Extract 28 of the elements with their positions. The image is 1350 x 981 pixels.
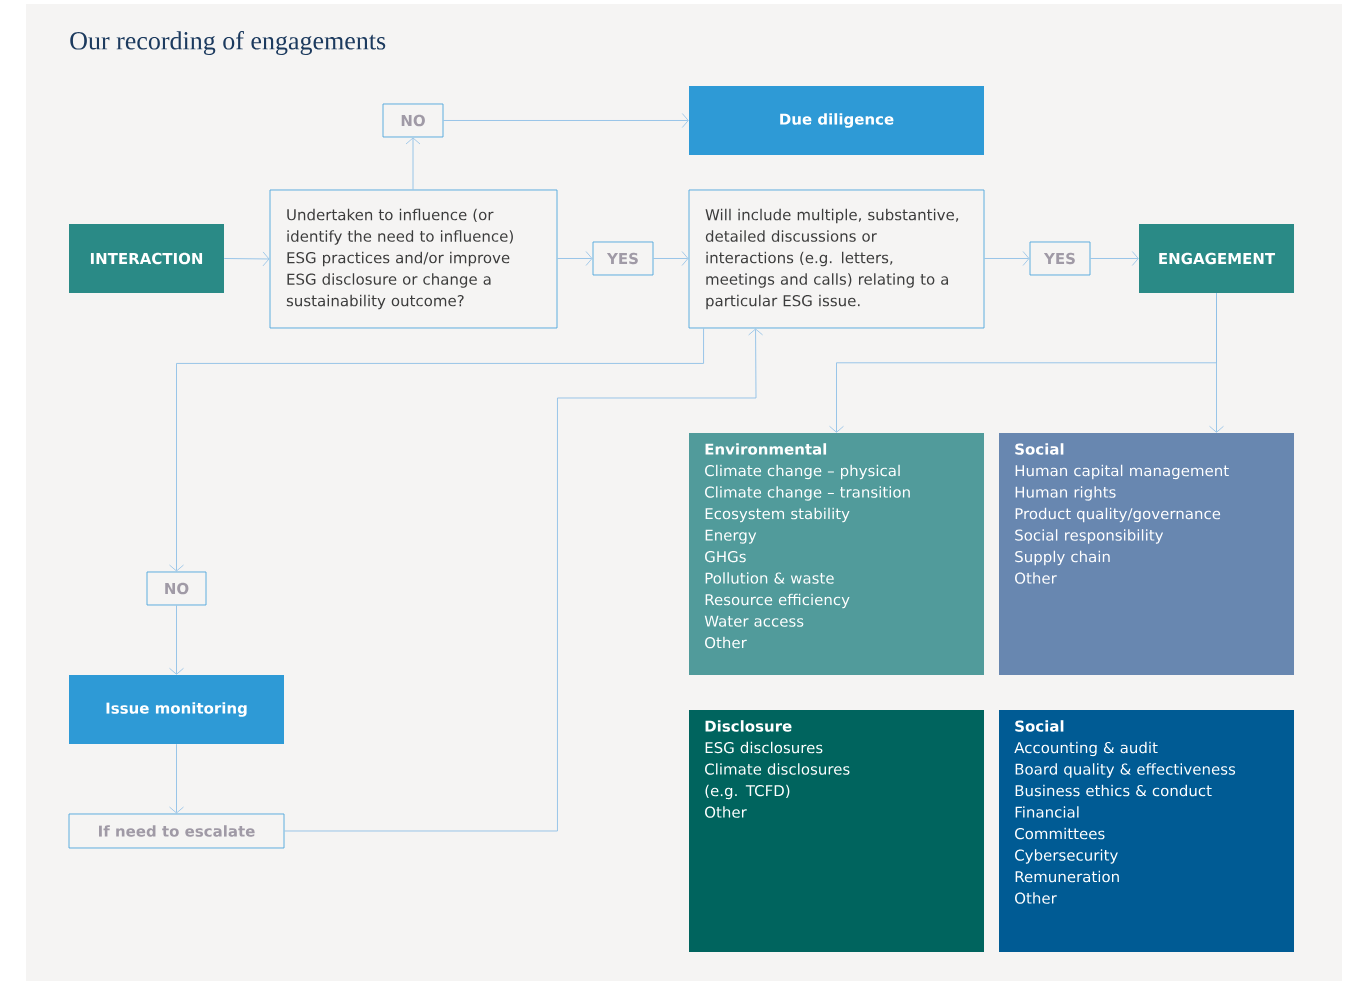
answer-tag: NO (146, 571, 207, 606)
arrow (223, 251, 270, 267)
answer-tag: YES (592, 241, 654, 276)
answer-tag: NO (382, 103, 444, 138)
arrow (1090, 251, 1139, 266)
arrow (169, 743, 184, 814)
topic-panel: Environmental Climate change – physical Climate change – transition Ecosystem stability Energy GHGs Pollution & waste Resource efficiency Water access Other (689, 433, 984, 675)
arrow (405, 137, 421, 190)
arrow (1209, 292, 1224, 433)
question-box: Will include multiple, substantive, detailed discussions or interactions (e.g. letters, meetings and calls) relating to a particular ESG issue. (688, 189, 985, 329)
start-box: INTERACTION (69, 224, 224, 293)
arrow (653, 251, 689, 266)
outcome-box: ENGAGEMENT (1139, 224, 1294, 293)
title: Our recording of engagements (70, 31, 386, 55)
arrow (169, 328, 704, 572)
topic-panel: Disclosure ESG disclosures Climate disclosures (e.g. TCFD) Other (689, 710, 984, 952)
arrow (284, 328, 763, 832)
answer-tag: YES (1029, 241, 1091, 276)
question-box: Undertaken to influence (or identify the need to influence) ESG practices and/or improve ESG disclosure or change a sustainability outcome? (269, 189, 558, 329)
outcome-box: Due diligence (689, 86, 984, 155)
step-box: If need to escalate (68, 813, 285, 849)
outcome-box: Issue monitoring (69, 675, 284, 744)
arrow (169, 605, 184, 675)
topic-panel: Social Human capital management Human rights Product quality/governance Social responsibility Supply chain Other (999, 433, 1294, 675)
arrow (557, 251, 593, 266)
arrow (984, 251, 1030, 266)
topic-panel: Social Accounting & audit Board quality & effectiveness Business ethics & conduct Financial Committees Cybersecurity Remuneration Other (999, 710, 1294, 952)
arrow (443, 113, 689, 128)
